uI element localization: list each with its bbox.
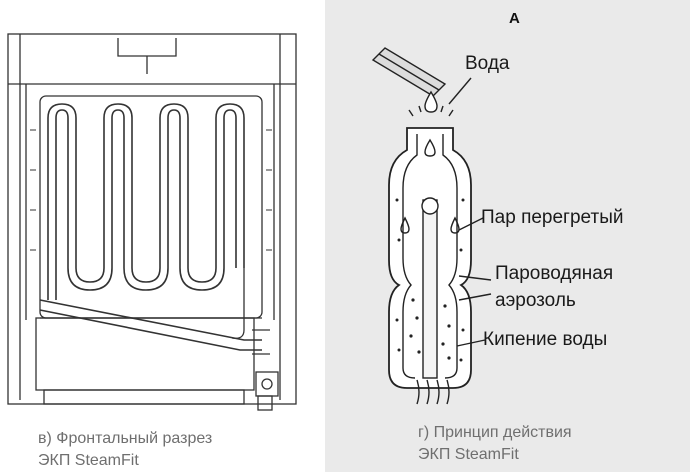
- bottom-connector: [255, 371, 279, 397]
- frontal-section-drawing: [7, 33, 297, 411]
- heating-coil: [47, 103, 245, 300]
- left-caption-line2: ЭКП SteamFit: [38, 452, 139, 469]
- principle-drawing: [371, 47, 492, 405]
- leader-aerosol: [458, 275, 492, 281]
- right-caption-line1: г) Принцип действия: [418, 424, 572, 441]
- panel-letter: А: [509, 10, 520, 27]
- label-aerosol-line2: аэрозоль: [495, 290, 576, 311]
- water-drop: [424, 90, 438, 113]
- label-superheated-steam: Пар перегретый: [481, 207, 624, 228]
- label-water: Вода: [465, 53, 510, 74]
- principle-panel: А Вода Пар перегретый Пароводяная аэрозо…: [325, 0, 690, 472]
- right-caption-line2: ЭКП SteamFit: [418, 446, 519, 463]
- diagonal-pipe: [39, 299, 262, 341]
- leader-water: [448, 77, 472, 105]
- frontal-section-panel: в) Фронтальный разрез ЭКП SteamFit: [0, 0, 325, 472]
- label-boiling: Кипение воды: [483, 329, 608, 350]
- label-aerosol-line1: Пароводяная: [495, 263, 614, 284]
- top-funnel: [117, 38, 177, 57]
- housing-outline: [7, 33, 297, 405]
- leader-steam: [458, 217, 484, 231]
- leader-boiling: [456, 339, 486, 347]
- left-caption-line1: в) Фронтальный разрез: [38, 430, 213, 447]
